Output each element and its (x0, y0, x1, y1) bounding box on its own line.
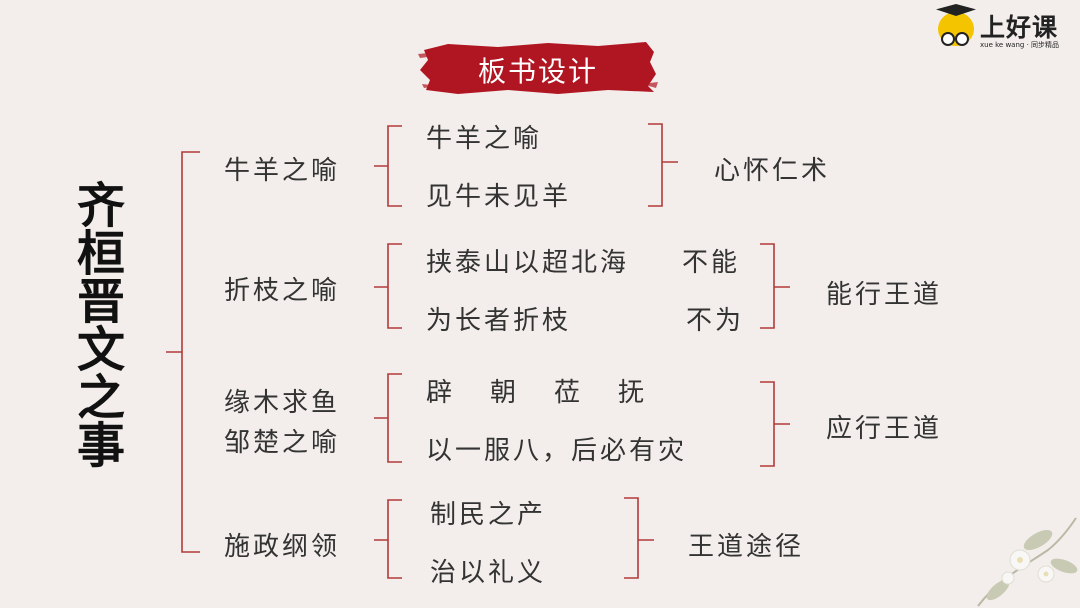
item-1-1: 牛羊之喻 (426, 118, 542, 155)
item-1-2: 见牛未见羊 (426, 176, 571, 213)
item-3-1: 辟 朝 莅 抚 (426, 372, 650, 409)
bracket-3-left (374, 374, 402, 462)
topic-3-line-2: 邹楚之喻 (224, 422, 340, 459)
item-4-2: 治以礼义 (430, 552, 546, 589)
item-2-1-note: 不能 (682, 242, 740, 279)
item-3-2: 以一服八，后必有灾 (426, 430, 687, 467)
item-2-2-note: 不为 (686, 300, 744, 337)
bracket-1-right (648, 124, 678, 206)
topic-4: 施政纲领 (224, 526, 340, 563)
bracket-3-right (760, 382, 790, 466)
conclusion-1: 心怀仁术 (714, 150, 830, 187)
item-4-1: 制民之产 (430, 494, 546, 531)
bracket-2-right (760, 244, 790, 328)
bracket-4-left (374, 500, 402, 578)
bracket-2-left (374, 244, 402, 328)
flower-decoration-icon (968, 510, 1080, 608)
main-bracket (166, 152, 200, 552)
topic-1: 牛羊之喻 (224, 150, 340, 187)
conclusion-3: 应行王道 (826, 408, 942, 445)
main-title: 齐桓晋文之事 (66, 180, 126, 468)
conclusion-4: 王道途径 (688, 526, 804, 563)
bracket-1-left (374, 126, 402, 206)
topic-2: 折枝之喻 (224, 270, 340, 307)
item-2-2: 为长者折枝 (426, 300, 571, 337)
topic-3-line-1: 缘木求鱼 (224, 382, 340, 419)
conclusion-2: 能行王道 (826, 274, 942, 311)
item-2-1: 挟泰山以超北海 (426, 242, 629, 279)
bracket-4-right (624, 498, 654, 578)
